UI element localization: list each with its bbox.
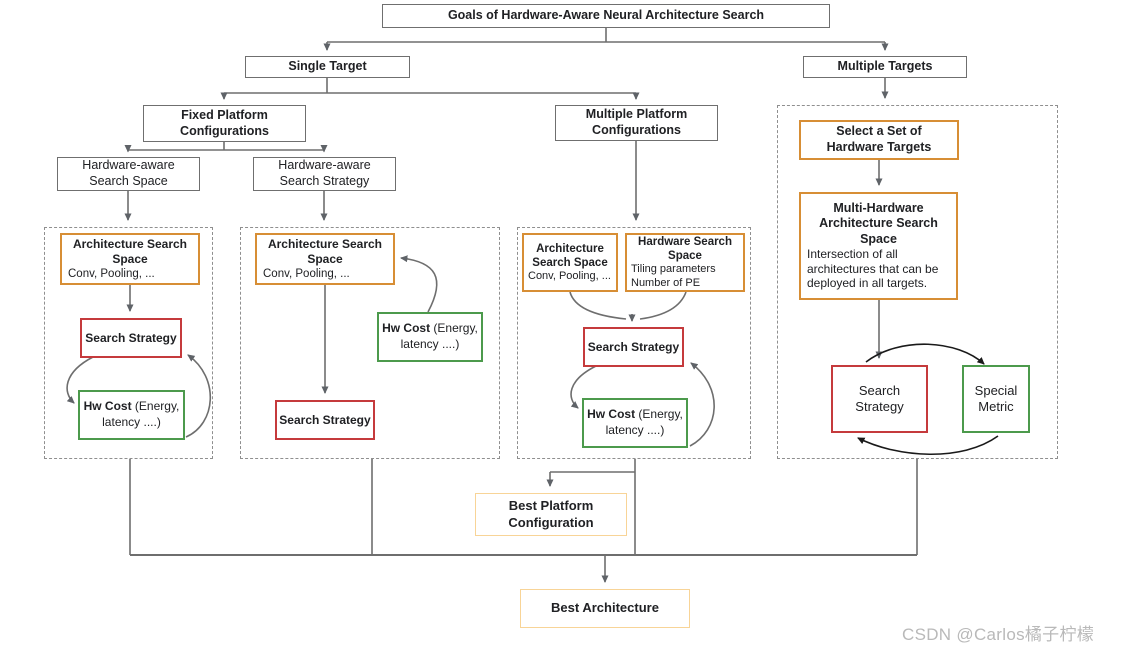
diagram-title: Goals of Hardware-Aware Neural Architect… (382, 4, 830, 28)
p3-hw-cost-label: Hw Cost (Energy,latency ....) (587, 407, 683, 437)
p3-search-strategy: Search Strategy (583, 327, 684, 367)
p2-search-strategy: Search Strategy (275, 400, 375, 440)
p4-multi-hw-title: Multi-Hardware Architecture Search Space (819, 201, 938, 246)
p3-hw-cost: Hw Cost (Energy,latency ....) (582, 398, 688, 448)
p1-architecture-search-space: Architecture Search Space Conv, Pooling,… (60, 233, 200, 285)
panel-hw-aware-search-space (44, 227, 213, 459)
p3-hw-space-sub: Tiling parameters Number of PE (631, 263, 716, 289)
p3-arch-space-sub: Conv, Pooling, ... (528, 269, 611, 282)
p3-architecture-search-space: Architecture Search Space Conv, Pooling,… (522, 233, 618, 292)
node-multiple-platform-configurations: Multiple Platform Configurations (555, 105, 718, 141)
p3-arch-space-title: Architecture Search Space (532, 242, 608, 269)
p2-arch-space-sub: Conv, Pooling, ... (263, 267, 350, 280)
node-fixed-platform-configurations: Fixed Platform Configurations (143, 105, 306, 142)
p2-hw-cost-label: Hw Cost (Energy,latency ....) (382, 321, 478, 351)
node-best-platform-configuration: Best Platform Configuration (475, 493, 627, 536)
p1-arch-space-sub: Conv, Pooling, ... (68, 267, 155, 280)
p1-arch-space-title: Architecture Search Space (72, 237, 188, 266)
node-multiple-targets: Multiple Targets (803, 56, 967, 78)
p3-hw-space-title: Hardware Search Space (638, 236, 732, 263)
node-hardware-aware-search-space: Hardware-aware Search Space (57, 157, 200, 191)
p2-hw-cost: Hw Cost (Energy,latency ....) (377, 312, 483, 362)
p4-special-metric: Special Metric (962, 365, 1030, 433)
panel-multiple-targets (777, 105, 1058, 459)
panel-hw-aware-search-strategy (240, 227, 500, 459)
node-hardware-aware-search-strategy: Hardware-aware Search Strategy (253, 157, 396, 191)
csdn-watermark: CSDN @Carlos橘子柠檬 (902, 625, 1095, 644)
p3-hardware-search-space: Hardware Search Space Tiling parameters … (625, 233, 745, 292)
p1-hw-cost: Hw Cost (Energy,latency ....) (78, 390, 185, 440)
panel-multiple-platform (517, 227, 751, 459)
p4-search-strategy: Search Strategy (831, 365, 928, 433)
p1-hw-cost-label: Hw Cost (Energy,latency ....) (83, 399, 180, 429)
p4-select-hardware-targets: Select a Set of Hardware Targets (799, 120, 959, 160)
p1-search-strategy: Search Strategy (80, 318, 182, 358)
p4-multi-hw-sub: Intersection of all architectures that c… (807, 246, 939, 291)
node-single-target: Single Target (245, 56, 410, 78)
p2-architecture-search-space: Architecture Search Space Conv, Pooling,… (255, 233, 395, 285)
p2-arch-space-title: Architecture Search Space (267, 237, 383, 266)
p4-multi-hardware-search-space: Multi-Hardware Architecture Search Space… (799, 192, 958, 300)
node-best-architecture: Best Architecture (520, 589, 690, 628)
